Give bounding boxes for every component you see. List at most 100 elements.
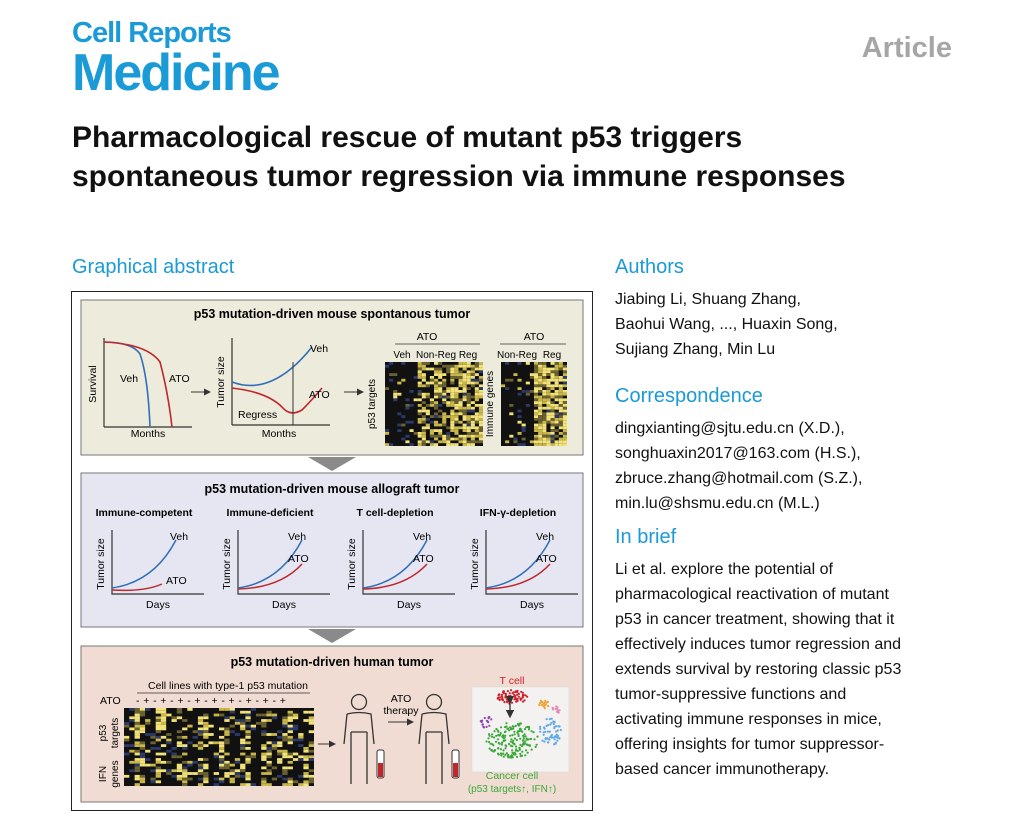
heatmap-cell — [134, 758, 140, 761]
heatmap-cell — [558, 384, 563, 388]
heatmap-cell — [478, 426, 483, 430]
heatmap-cell — [203, 733, 209, 736]
heatmap-cell — [124, 735, 130, 739]
heatmap-cell — [470, 367, 475, 371]
heatmap-cell — [155, 752, 161, 756]
heatmap-cell — [245, 758, 251, 761]
tsne-point — [515, 755, 519, 758]
heatmap-cell — [474, 390, 479, 393]
heatmap-cell — [442, 364, 447, 368]
heatmap-cell — [425, 418, 430, 421]
heatmap-cell — [517, 443, 522, 446]
allograft-subtitle: IFN-γ-depletion — [480, 507, 556, 519]
heatmap-cell — [389, 373, 394, 376]
tsne-point — [538, 702, 541, 705]
heatmap-cell — [287, 713, 293, 717]
heatmap-cell — [421, 415, 426, 418]
heatmap-cell — [462, 429, 467, 432]
allograft-ylabel: Tumor size — [221, 538, 233, 590]
heatmap-cell — [160, 713, 167, 717]
heatmap-cell — [442, 373, 447, 376]
heatmap-cell — [470, 426, 475, 430]
heatmap-cell — [538, 443, 543, 446]
correspondence-email[interactable]: dingxianting@sjtu.edu.cn (X.D.), — [615, 420, 845, 437]
tsne-point — [485, 740, 488, 743]
heatmap-cell — [558, 392, 563, 396]
heatmap-cell — [176, 766, 183, 770]
tsne-point — [519, 752, 522, 755]
heatmap-cell — [470, 401, 475, 404]
heatmap-cell — [176, 730, 183, 734]
tsne-point — [498, 742, 501, 745]
heatmap-cell — [534, 398, 539, 402]
heatmap-cell — [134, 708, 140, 711]
heatmap-cell — [513, 437, 518, 441]
heatmap-cell — [271, 744, 278, 747]
tsne-point — [539, 725, 542, 728]
tsne-point — [522, 737, 525, 740]
heatmap-cell — [240, 710, 246, 714]
heatmap-cell — [405, 406, 410, 410]
heatmap-cell — [534, 364, 539, 368]
heatmap-cell — [550, 443, 555, 446]
heatmap-cell — [562, 376, 567, 379]
heatmap-cell — [234, 719, 241, 722]
heatmap-cell — [219, 758, 225, 761]
heatmap-cell — [470, 434, 475, 438]
correspondence-email[interactable]: zbruce.zhang@hotmail.com (S.Z.), — [615, 470, 863, 487]
heatmap-cell — [509, 434, 514, 438]
heatmap-cell — [534, 404, 539, 407]
tumor-ylabel: Tumor size — [215, 356, 227, 408]
heatmap-cell — [421, 432, 426, 435]
heatmap-cell — [534, 426, 539, 430]
heatmap-cell — [546, 440, 551, 444]
heatmap-cell — [155, 721, 161, 725]
heatmap-cell — [197, 769, 204, 773]
heatmap-cell — [446, 404, 451, 407]
heatmap-cell — [438, 373, 443, 376]
heatmap-cell — [534, 429, 539, 432]
correspondence-email[interactable]: min.lu@shsmu.edu.cn (M.L.) — [615, 495, 820, 512]
authors-section: Authors Jiabing Li, Shuang Zhang, Baohui… — [615, 256, 975, 362]
heatmap-cell — [405, 420, 410, 424]
heatmap-cell — [397, 412, 402, 416]
heatmap-cell — [450, 376, 455, 379]
tsne-point — [514, 724, 517, 727]
tsne-point — [523, 740, 526, 743]
heatmap-cell — [145, 719, 151, 722]
heatmap-cell — [245, 772, 251, 775]
tsne-point — [552, 722, 555, 726]
heatmap-cell — [224, 727, 230, 731]
heatmap-cell — [454, 426, 459, 430]
tsne-point — [546, 730, 550, 733]
heatmap-cell — [421, 420, 426, 424]
heatmap-cell — [509, 412, 514, 416]
heatmap-cell — [224, 766, 230, 770]
heatmap-cell — [542, 415, 547, 418]
tsne-point — [523, 728, 526, 731]
heatmap-cell — [478, 432, 483, 435]
heatmap-cell — [446, 387, 451, 390]
heatmap-cell — [562, 420, 567, 424]
heatmap-cell — [176, 777, 183, 781]
heatmap-cell — [166, 738, 172, 742]
heatmap-cell — [562, 429, 567, 432]
heatmap-cell — [182, 774, 188, 778]
heatmap-cell — [266, 772, 272, 775]
tsne-point — [519, 737, 522, 740]
heatmap-cell — [224, 716, 230, 720]
heatmap-cell — [261, 724, 267, 728]
heatmap-cell — [261, 752, 267, 756]
heatmap-cell — [308, 774, 314, 778]
heatmap-cell — [470, 437, 475, 441]
heatmap-cell — [155, 710, 161, 714]
heatmap-cell — [458, 401, 463, 404]
heatmap-cell — [213, 741, 219, 745]
heatmap-cell — [454, 367, 459, 371]
survival-plot: Survival Months Veh ATO — [87, 338, 192, 440]
heatmap-cell — [470, 418, 475, 421]
heatmap-cell — [558, 395, 563, 399]
heatmap-cell — [134, 766, 140, 770]
correspondence-email[interactable]: songhuaxin2017@163.com (H.S.), — [615, 445, 861, 462]
heatmap-cell — [171, 719, 177, 722]
